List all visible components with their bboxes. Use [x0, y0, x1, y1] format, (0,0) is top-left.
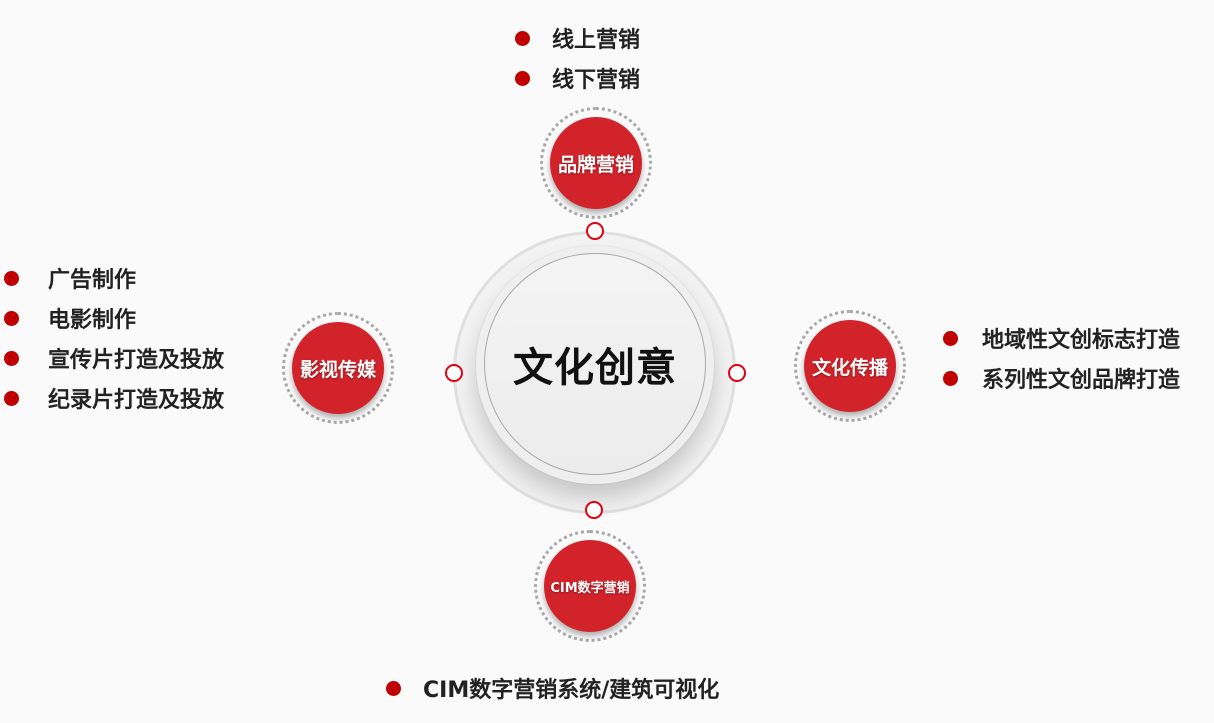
list-item: 纪录片打造及投放 [4, 378, 224, 418]
badge-culture-communication: 文化传播 [804, 320, 896, 412]
connector-top [586, 222, 604, 240]
list-item-text: 线下营销 [552, 68, 641, 93]
list-brand-marketing: 线上营销 线下营销 [515, 18, 640, 98]
list-item: 线上营销 [515, 18, 640, 58]
list-item-text: 电影制作 [48, 308, 137, 333]
list-film-media: 广告制作 电影制作 宣传片打造及投放 纪录片打造及投放 [4, 258, 224, 418]
list-item: 广告制作 [4, 258, 224, 298]
list-item: CIM数字营销系统/建筑可视化 [386, 668, 719, 708]
list-item: 地域性文创标志打造 [943, 318, 1180, 358]
list-cim-digital-marketing: CIM数字营销系统/建筑可视化 [386, 668, 719, 708]
list-item-text: 纪录片打造及投放 [48, 388, 225, 413]
center-title: 文化创意 [513, 345, 677, 391]
badge-label: CIM数字营销 [550, 580, 630, 596]
badge-label: 影视传媒 [299, 358, 376, 381]
bullet-icon [4, 390, 19, 406]
badge-ring-top [540, 107, 652, 219]
list-culture-communication: 地域性文创标志打造 系列性文创品牌打造 [943, 318, 1180, 398]
bullet-icon [4, 350, 19, 366]
badge-cim-digital-marketing: CIM数字营销 [544, 540, 636, 632]
list-item-text: 广告制作 [48, 268, 137, 293]
list-item: 宣传片打造及投放 [4, 338, 224, 378]
badge-ring-left [282, 312, 394, 424]
connector-right [728, 364, 746, 382]
list-item-text: 系列性文创品牌打造 [982, 368, 1181, 393]
badge-ring-bottom [534, 530, 646, 642]
list-item-text: CIM数字营销系统/建筑可视化 [423, 678, 720, 703]
badge-film-media: 影视传媒 [292, 322, 384, 414]
badge-brand-marketing: 品牌营销 [550, 117, 642, 209]
bullet-icon [4, 270, 19, 286]
bullet-icon [515, 70, 530, 86]
list-item: 电影制作 [4, 298, 224, 338]
badge-label: 文化传播 [811, 356, 888, 379]
bullet-icon [943, 370, 958, 386]
connector-bottom [585, 501, 603, 519]
bullet-icon [4, 310, 19, 326]
list-item-text: 地域性文创标志打造 [982, 328, 1181, 353]
list-item-text: 宣传片打造及投放 [48, 348, 225, 373]
list-item: 线下营销 [515, 58, 640, 98]
center-disc: 文化创意 [484, 253, 706, 475]
list-item-text: 线上营销 [552, 28, 641, 53]
bullet-icon [386, 680, 401, 696]
list-item: 系列性文创品牌打造 [943, 358, 1180, 398]
badge-ring-right [794, 310, 906, 422]
bullet-icon [943, 330, 958, 346]
bullet-icon [515, 30, 530, 46]
badge-label: 品牌营销 [557, 153, 634, 176]
connector-left [445, 364, 463, 382]
